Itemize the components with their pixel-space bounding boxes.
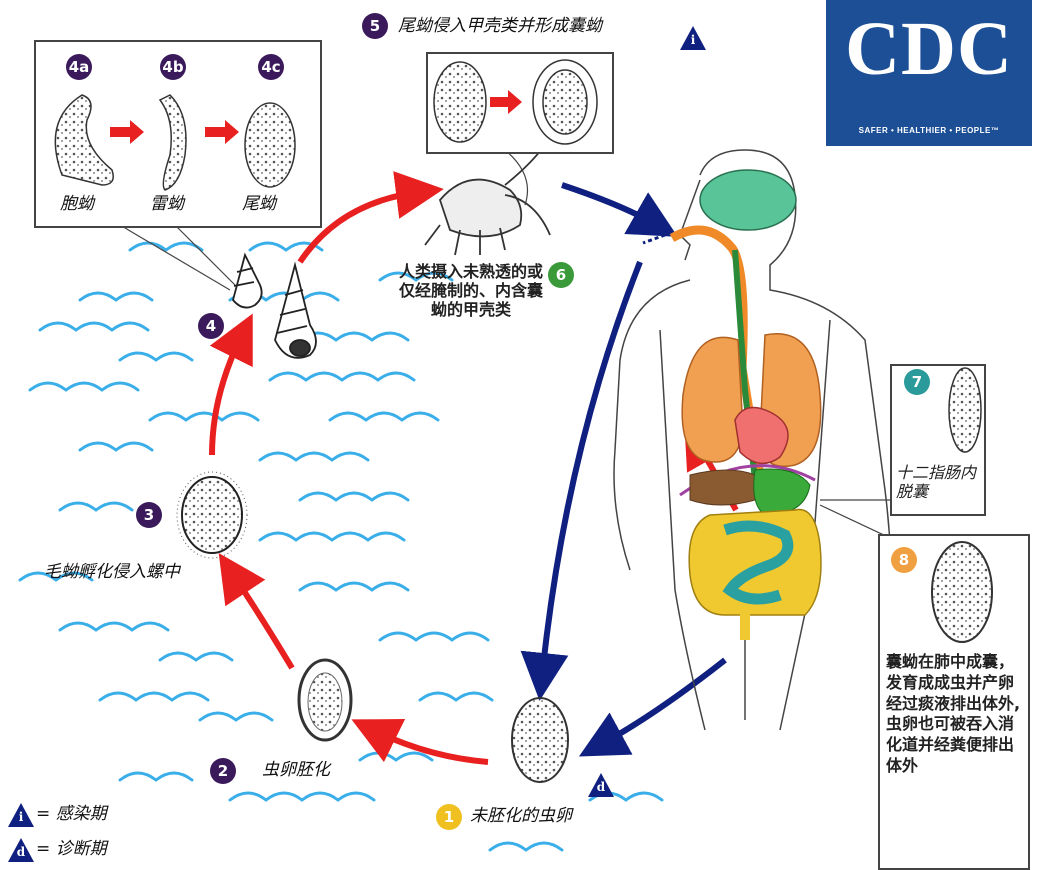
cdc-logo-tagline: SAFER • HEALTHIER • PEOPLE™: [858, 126, 1000, 135]
cdc-logo-text: CDC: [845, 7, 1013, 91]
label-4a: 胞蚴: [60, 194, 94, 214]
badge-6: 6: [548, 262, 574, 288]
label-3: 毛蚴孵化侵入螺中: [44, 562, 180, 582]
heart: [734, 406, 789, 465]
badge-4a: 4a: [66, 54, 92, 80]
badge-8: 8: [891, 547, 917, 573]
label-1: 未胚化的虫卵: [470, 806, 572, 826]
left-lung: [681, 336, 744, 463]
label-7: 十二指肠内脱囊: [896, 463, 977, 502]
label-4b: 雷蚴: [150, 194, 184, 214]
blue-arrows: [520, 182, 727, 757]
legend-diagnostic-icon: d: [8, 838, 34, 862]
label-8: 囊蚴在肺中成囊，发育成成虫并产卵经过痰液排出体外,虫卵也可被吞入消化道并经粪便排…: [886, 652, 1021, 775]
stomach: [753, 468, 811, 516]
label-4c: 尾蚴: [242, 194, 276, 214]
water-waves: [18, 241, 664, 852]
badge-4b: 4b: [160, 54, 186, 80]
badge-7: 7: [904, 369, 930, 395]
cdc-logo: CDC SAFER • HEALTHIER • PEOPLE™: [826, 0, 1032, 146]
badge-4c: 4c: [258, 54, 284, 80]
small-intestine: [722, 520, 794, 605]
label-2: 虫卵胚化: [262, 760, 330, 780]
stage-8-box: [878, 534, 1030, 870]
badge-1: 1: [436, 804, 462, 830]
legend-infective-icon: i: [8, 803, 34, 827]
infective-stage-marker: i: [680, 26, 706, 50]
diagnostic-marker-symbol: d: [596, 780, 606, 794]
miracidium: [176, 471, 248, 559]
legend-diagnostic-label: = 诊断期: [36, 839, 107, 859]
infective-marker-symbol: i: [690, 33, 696, 47]
legend-i-symbol: i: [18, 810, 24, 824]
badge-5: 5: [362, 13, 388, 39]
diagnostic-stage-marker: d: [588, 773, 614, 797]
egg-embryonated: [297, 658, 353, 742]
badge-4: 4: [198, 313, 224, 339]
badge-2: 2: [210, 758, 236, 784]
badge-3: 3: [136, 502, 162, 528]
label-5: 尾蚴侵入甲壳类并形成囊蚴: [398, 16, 602, 36]
egg-unembryonated: [511, 697, 569, 783]
label-6: 人类摄入未熟透的或仅经腌制的、内含囊蚴的甲壳类: [398, 262, 543, 320]
brain: [699, 169, 797, 231]
legend-d-symbol: d: [16, 845, 26, 859]
snails: [232, 252, 317, 359]
crustacean: [424, 144, 551, 256]
legend-infective-label: = 感染期: [36, 804, 107, 824]
